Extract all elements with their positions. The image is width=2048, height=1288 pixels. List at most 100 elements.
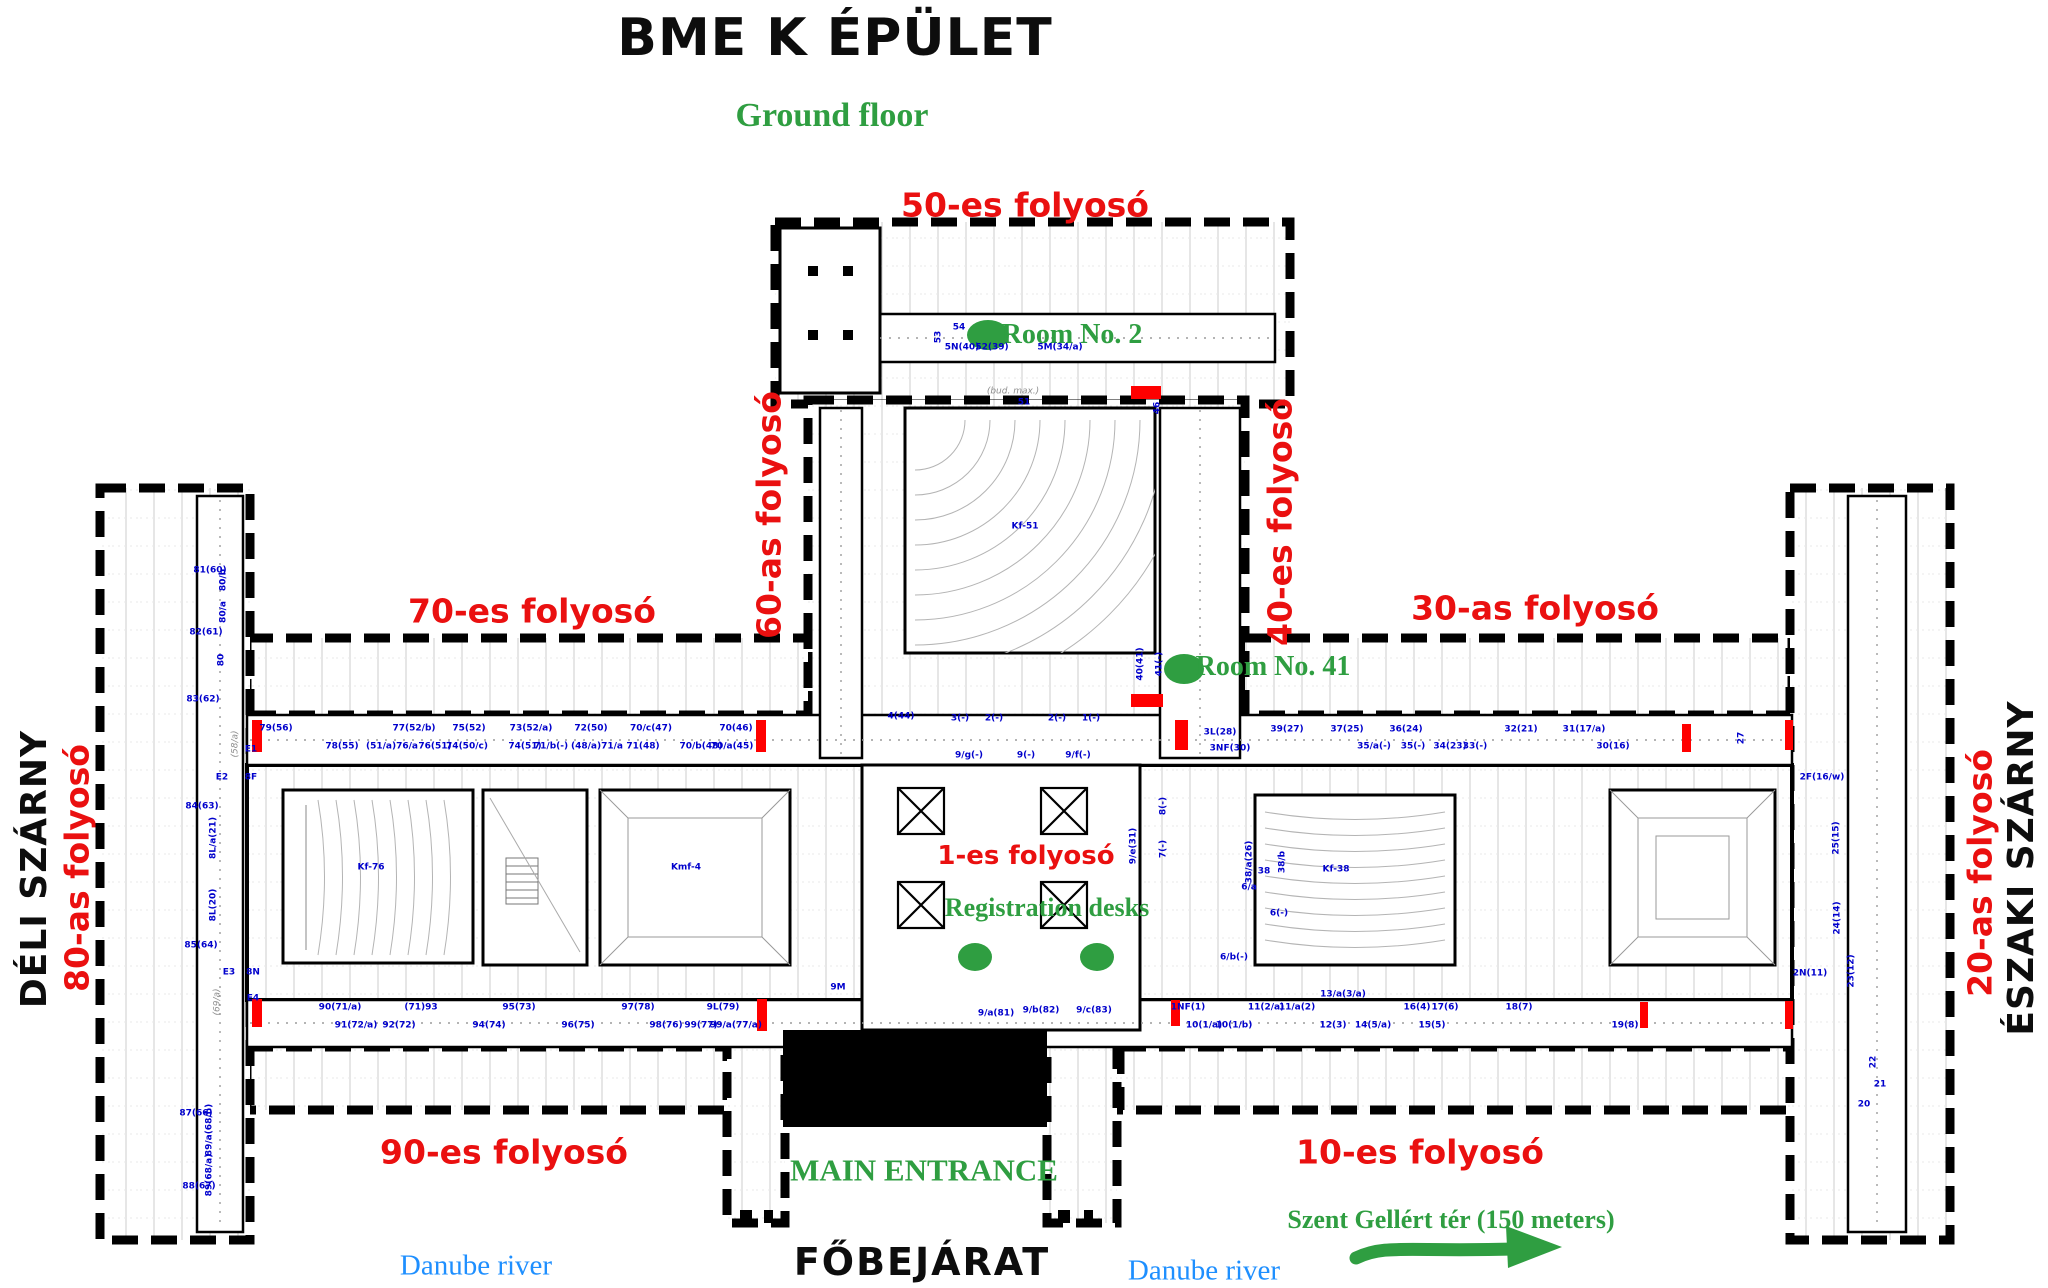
room-number-label: 37(25) <box>1330 724 1364 735</box>
room-number-label: Kmf-4 <box>670 862 702 873</box>
room-number-label: 87(66) <box>179 1108 213 1119</box>
door-marker <box>1682 724 1691 752</box>
room-number-label: 51 <box>1017 397 1031 408</box>
room-number-label: 46 <box>1152 401 1163 415</box>
door-marker <box>757 999 767 1031</box>
room-number-label: 35/a(-) <box>1357 741 1391 752</box>
room-number-label: 53 <box>933 330 944 344</box>
corridor-label-50: 50-es folyosó <box>901 185 1149 225</box>
room-number-label: 75(52) <box>452 723 486 734</box>
aula-pillars <box>896 786 1089 930</box>
door-marker <box>1131 386 1161 399</box>
room-number-label: 76(51) <box>418 741 452 752</box>
room-number-label: Kf-51 <box>1011 521 1039 532</box>
corridor-label-90: 90-es folyosó <box>380 1132 628 1172</box>
room-number-label: 9(-) <box>1016 750 1036 761</box>
column <box>843 330 853 340</box>
room-number-label: 80 <box>216 653 227 667</box>
danube-river-label-left: Danube river <box>399 1249 553 1282</box>
room-number-label: 16(4) <box>1403 1002 1431 1013</box>
gellert-arrow <box>1349 1226 1562 1268</box>
room-number-label: E1 <box>244 744 258 755</box>
room-number-label: E4 <box>246 993 260 1004</box>
room-number-label: 8F <box>244 772 258 783</box>
door-marker <box>252 999 262 1027</box>
door-marker <box>1171 1000 1180 1026</box>
room-number-label: 3(-) <box>950 713 970 724</box>
main-entrance-portico <box>740 1030 1093 1223</box>
room-number-label: 24(14) <box>1832 901 1843 935</box>
corridor-70-30 <box>245 713 1794 767</box>
room-number-label: 17(6) <box>1431 1002 1459 1013</box>
room-number-label: 2N(11) <box>1792 968 1828 979</box>
room-number-label: 92(72) <box>382 1020 416 1031</box>
room-number-label: 4(44) <box>887 711 915 722</box>
room-number-label: 5M(34/a) <box>1037 342 1083 353</box>
room-number-label: 8L/a(21) <box>208 816 219 860</box>
room-number-label: 2F(16/w) <box>1799 772 1845 783</box>
door-marker <box>1131 694 1163 707</box>
room-number-label: 38/b <box>1277 850 1288 874</box>
entrance-flank-left <box>722 1030 790 1228</box>
room-number-label: E3 <box>222 967 236 978</box>
bottom-rooms-left <box>242 1042 732 1115</box>
aula <box>860 763 1142 1032</box>
room-number-label: 96(75) <box>561 1020 595 1031</box>
kf51-seat-rows <box>914 419 1155 653</box>
room-number-label: 25(15) <box>1831 821 1842 855</box>
room-number-label: 99/a(77/a) <box>710 1020 762 1031</box>
room-number-label: (bud. max.) <box>986 386 1040 397</box>
room-number-label: 23(12) <box>1846 954 1857 988</box>
room-number-label: 11(2/a) <box>1247 1002 1285 1013</box>
room-number-label: 30(16) <box>1596 741 1630 752</box>
room-number-label: 80/a <box>218 601 229 623</box>
corridor-label-80: 80-as folyosó <box>57 744 97 992</box>
room-number-label: 10(1/a) <box>1185 1020 1223 1031</box>
corridor-label-1: 1-es folyosó <box>937 841 1115 871</box>
door-marker <box>1785 720 1793 750</box>
room-number-label: 70/c(47) <box>630 723 672 734</box>
column <box>808 266 818 276</box>
room-41-label: Room No. 41 <box>1195 651 1351 682</box>
room-number-label: 81(60) <box>193 565 227 576</box>
corridor-label-40: 40-es folyosó <box>1260 398 1300 646</box>
room-number-label: 2(-) <box>984 713 1004 724</box>
room-number-label: 1(-) <box>1081 713 1101 724</box>
room-number-label: 9M <box>830 982 846 993</box>
room-number-label: 21 <box>1873 1079 1887 1090</box>
column <box>808 330 818 340</box>
halls <box>281 226 1777 1032</box>
corridor-label-60: 60-as folyosó <box>749 391 789 639</box>
room-number-label: 32(21) <box>1504 724 1538 735</box>
hall-kmf4 <box>598 788 792 967</box>
kf38-seat-rows <box>1264 811 1446 948</box>
room-number-label: 10(1/b) <box>1215 1020 1253 1031</box>
door-marker <box>1785 1001 1793 1029</box>
entrance-flank-right <box>1042 1030 1122 1228</box>
gellert-distance-label: Szent Gellért tér (150 meters) <box>1287 1205 1615 1234</box>
room-number-label: 99(77) <box>684 1020 718 1031</box>
room-number-label: 9/e(31) <box>1128 827 1139 865</box>
page-title: BME K ÉPÜLET <box>617 8 1053 68</box>
room-number-label: 83(62) <box>186 694 220 705</box>
room-number-label: 31(17/a) <box>1562 724 1606 735</box>
room-number-label: 38 <box>1257 866 1271 877</box>
room-number-label: 91(72/a) <box>334 1020 378 1031</box>
room-number-label: 54 <box>952 322 966 333</box>
arrow-head <box>1506 1226 1562 1268</box>
room-number-label: 72(50) <box>574 723 608 734</box>
green-markers <box>958 320 1204 971</box>
room-number-label: 9/f(-) <box>1065 750 1091 761</box>
room-number-label: 2(-) <box>1047 713 1067 724</box>
fobejarat-label: FŐBEJÁRAT <box>793 1240 1051 1284</box>
room-number-label: 85(64) <box>184 940 218 951</box>
room-number-label: 8N <box>246 967 260 978</box>
room-number-label: 95(73) <box>502 1002 536 1013</box>
room-number-label: 79(56) <box>259 723 293 734</box>
main-entrance-label: MAIN ENTRANCE <box>790 1152 1058 1188</box>
room-number-label: (58/a) <box>230 730 241 758</box>
room-41-marker <box>1164 654 1204 684</box>
room-number-label: E2 <box>215 772 229 783</box>
hall-north-head <box>778 226 882 395</box>
